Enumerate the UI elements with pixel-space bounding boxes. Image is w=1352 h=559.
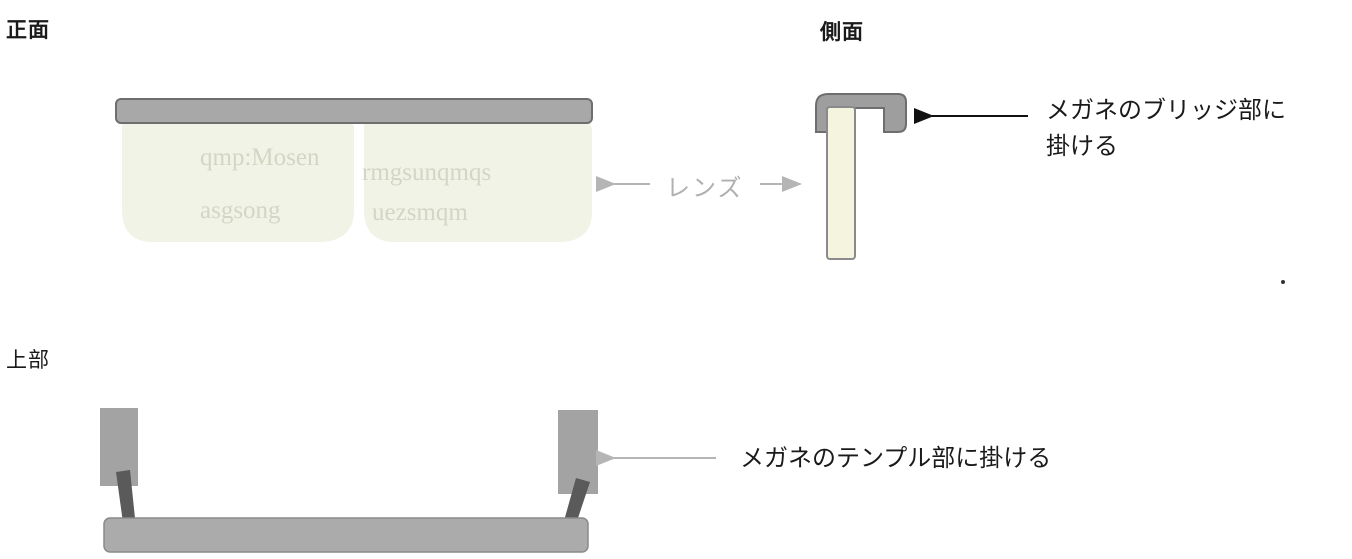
side-lens-strip xyxy=(826,106,856,260)
front-left-lens xyxy=(122,122,354,242)
lens-print-left-2: asgsong xyxy=(200,197,281,224)
temple-note: メガネのテンプル部に掛ける xyxy=(740,444,1052,472)
front-right-lens xyxy=(364,122,592,242)
top-right-strap xyxy=(562,478,590,530)
side-clip xyxy=(815,93,907,133)
stray-mark xyxy=(1281,280,1285,284)
bridge-note-line2: 掛ける xyxy=(1046,132,1118,160)
top-view xyxy=(100,408,598,553)
side-view xyxy=(815,93,907,260)
top-view-label: 上部 xyxy=(6,348,50,372)
bridge-note: メガネのブリッジ部に 掛ける xyxy=(1046,92,1286,164)
front-top-bar xyxy=(115,98,593,124)
bridge-note-line1: メガネのブリッジ部に xyxy=(1046,96,1286,124)
lens-print-right-2: uezsmqm xyxy=(372,199,468,226)
side-view-label: 側面 xyxy=(820,20,864,44)
lens-print-right-1: rmgsunqmqs xyxy=(362,159,491,186)
top-left-strap xyxy=(116,470,136,530)
front-view-label: 正面 xyxy=(6,18,50,42)
top-bottom-bar xyxy=(103,517,589,553)
lens-label: レンズ xyxy=(666,174,744,202)
front-view: qmp:Mosen asgsong rmgsunqmqs uezsmqm xyxy=(115,98,593,242)
lens-print-left-1: qmp:Mosen xyxy=(200,144,320,171)
